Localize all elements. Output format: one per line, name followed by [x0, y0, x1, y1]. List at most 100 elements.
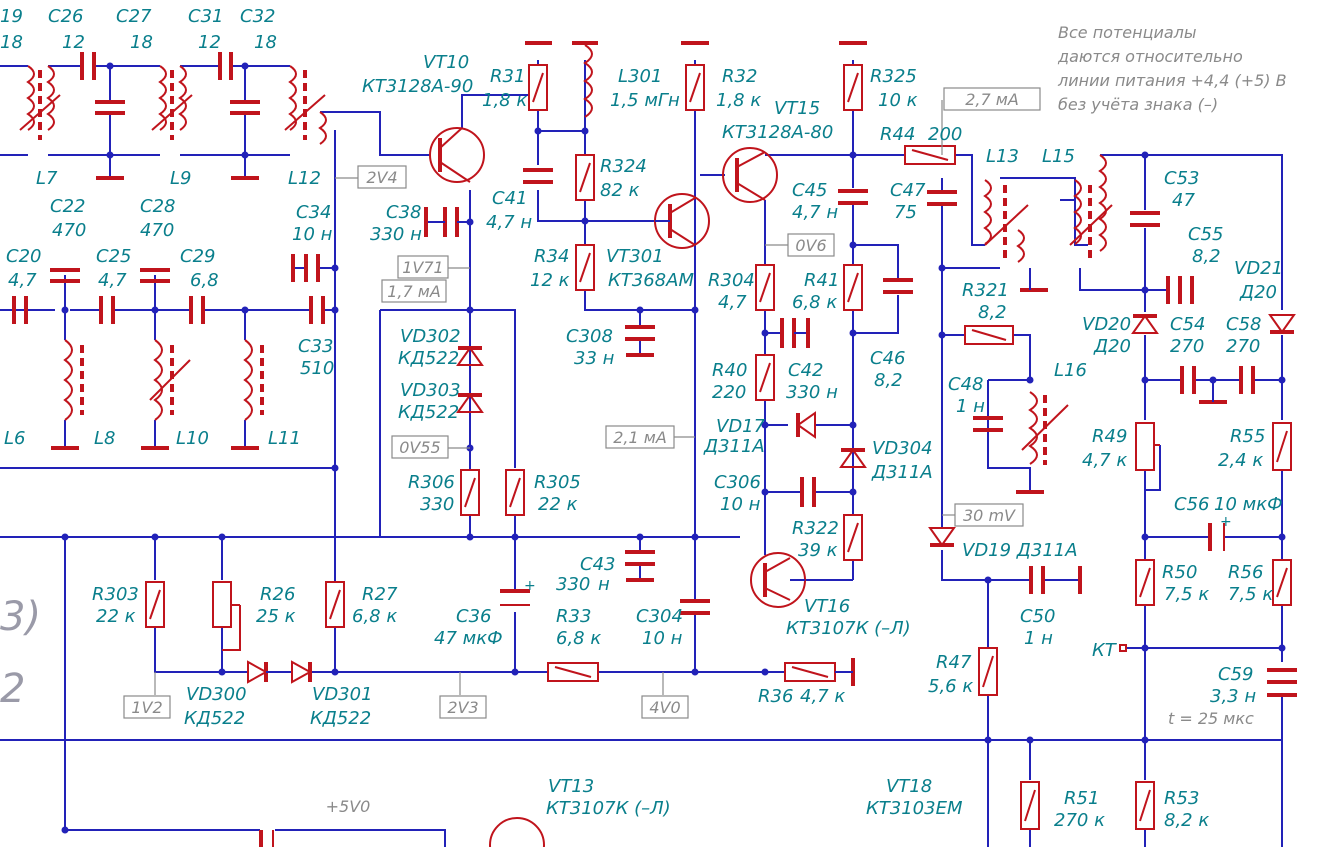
- note-line: даются относительно: [1057, 47, 1243, 66]
- component-label: VD19 Д311А: [962, 540, 1078, 561]
- test-tag: 0V6: [795, 236, 826, 255]
- component-label: L6: [4, 428, 25, 449]
- component-label: R305: [534, 472, 581, 493]
- component-label: L301: [618, 66, 662, 87]
- component-label: Д311А: [871, 462, 933, 483]
- component-label: VT18: [886, 776, 932, 797]
- test-tag-box: [397, 255, 449, 279]
- component-label: L15: [1042, 146, 1075, 167]
- component-label: 47: [1172, 190, 1195, 211]
- test-tag-box: [605, 425, 675, 449]
- component-label: R36: [758, 686, 793, 707]
- test-tag: 2V3: [447, 698, 478, 717]
- resistor-r41: [843, 264, 863, 311]
- component-label: VD300: [186, 684, 247, 705]
- tag-leaders: [154, 100, 955, 695]
- component-label: КД522: [398, 348, 459, 369]
- capacitor-c50: [1029, 566, 1082, 594]
- component-label: C33: [298, 336, 333, 357]
- resistor-r26: [212, 581, 241, 651]
- component-label: R303: [92, 584, 139, 605]
- component-label: 1 н: [956, 396, 985, 417]
- component-label: C308: [566, 326, 613, 347]
- component-label: VD303: [400, 380, 461, 401]
- component-label: VD21: [1234, 258, 1283, 279]
- resistor-r322: [843, 514, 863, 561]
- test-tag-box: [439, 695, 487, 719]
- component-label: 10 к: [878, 90, 918, 111]
- component-label: 330: [420, 494, 454, 515]
- capacitor-c38: [424, 207, 470, 237]
- component-label: C29: [180, 246, 215, 267]
- component-label: 4,7: [8, 270, 37, 291]
- inductor-l13: [983, 179, 1029, 263]
- inductor-l9: [151, 65, 193, 140]
- component-label: C42: [788, 360, 823, 381]
- component-label: 4,7: [98, 270, 127, 291]
- diodes: [247, 314, 1296, 684]
- component-label: C56: [1174, 494, 1209, 515]
- component-label: КД522: [184, 708, 245, 729]
- capacitor-c28: [140, 268, 170, 283]
- capacitor-c304: [680, 599, 710, 615]
- capacitor-c54: [1180, 366, 1196, 394]
- transistors: [429, 127, 806, 847]
- capacitor-c59: [1267, 668, 1297, 697]
- component-label: VD17: [716, 416, 766, 437]
- component-label: КТ3128А-90: [362, 76, 473, 97]
- component-label: R33: [556, 606, 591, 627]
- component-label: C58: [1226, 314, 1261, 335]
- resistor-r27: [325, 581, 345, 628]
- component-label: C36: [456, 606, 491, 627]
- component-label: R44: [880, 124, 915, 145]
- component-label: VT16: [804, 596, 850, 617]
- component-label: C53: [1164, 168, 1199, 189]
- capacitor-c29: [189, 296, 205, 324]
- resistor-r325: [843, 64, 863, 111]
- component-label: R322: [792, 518, 839, 539]
- component-label: R321: [962, 280, 1009, 301]
- component-label: C31: [188, 6, 223, 27]
- component-label: 6,8 к: [792, 292, 837, 313]
- component-label: Д20: [1093, 336, 1131, 357]
- component-label: 4,7 к: [1082, 450, 1127, 471]
- component-label: 270: [1226, 336, 1260, 357]
- component-label: 18: [254, 32, 277, 53]
- supply-tag: +5V0: [326, 797, 371, 816]
- component-label: КТ3107К (–Л): [546, 798, 671, 819]
- capacitor-c26: [80, 52, 96, 80]
- test-tag-box: [357, 165, 407, 189]
- test-tag-box: [943, 87, 1041, 111]
- title-fragment: 3): [0, 594, 41, 640]
- component-label: R55: [1230, 426, 1265, 447]
- diode-vd20: [1131, 314, 1159, 334]
- component-label: C54: [1170, 314, 1205, 335]
- component-label: R51: [1064, 788, 1099, 809]
- test-tag-box: [123, 695, 171, 719]
- capacitor-c48: [973, 416, 1003, 432]
- inductor-l6: [63, 339, 84, 421]
- component-label: R41: [804, 270, 839, 291]
- component-label: C41: [492, 188, 527, 209]
- component-label: C32: [240, 6, 275, 27]
- component-label: КД522: [398, 402, 459, 423]
- component-label: C306: [714, 472, 761, 493]
- component-label: 39 к: [798, 540, 838, 561]
- component-label: 7,5 к: [1164, 584, 1209, 605]
- component-label: 8,2: [1192, 246, 1221, 267]
- diode-vd17: [796, 411, 816, 439]
- capacitor-c58: [1239, 366, 1255, 394]
- component-label: VD20: [1082, 314, 1131, 335]
- resistor-r50: [1135, 559, 1155, 606]
- resistor-r55: [1272, 422, 1292, 471]
- inductor-l15: [1069, 154, 1113, 260]
- component-label: 12: [198, 32, 221, 53]
- component-label: 75: [894, 202, 917, 223]
- test-tag: 1,7 мА: [387, 282, 441, 301]
- diode-vd302: [456, 346, 484, 366]
- component-label: 330 н: [370, 224, 422, 245]
- resistor-r44: [904, 145, 956, 165]
- component-label: 4,7 н: [792, 202, 838, 223]
- component-label: VT15: [774, 98, 820, 119]
- inductor-l7: [19, 65, 61, 140]
